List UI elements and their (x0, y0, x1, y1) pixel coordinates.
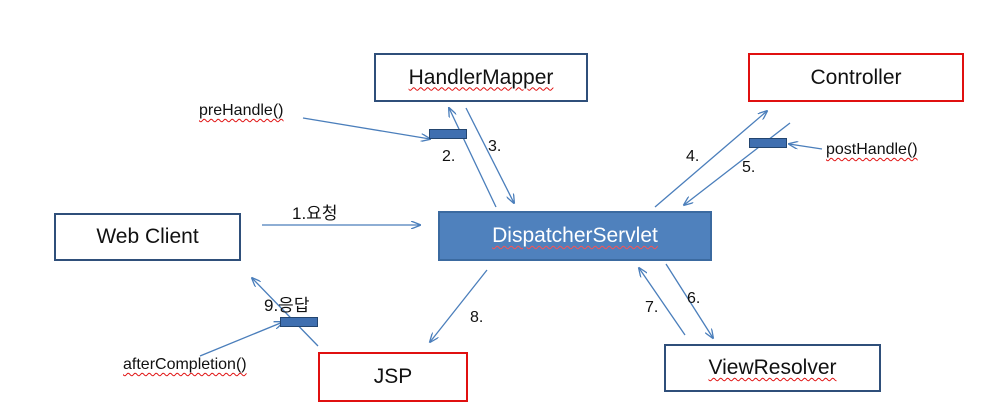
step-8-label: 8. (470, 309, 484, 326)
jsp-box: JSP (318, 352, 468, 402)
arrow-8 (430, 269, 488, 342)
aftercompletion-label: afterCompletion() (123, 356, 247, 373)
view-resolver-box: ViewResolver (664, 344, 881, 392)
handler-mapper-label: HandlerMapper (408, 65, 554, 89)
dispatcher-servlet-label: DispatcherServlet (492, 224, 658, 247)
web-client-box: Web Client (54, 213, 241, 261)
arrow-posthandle (789, 144, 823, 150)
jsp-label: JSP (373, 365, 413, 388)
arrow-7 (639, 268, 686, 336)
handler-mapper-box: HandlerMapper (374, 53, 588, 102)
arrow-5 (684, 122, 791, 205)
posthandle-label: postHandle() (826, 141, 918, 158)
controller-label: Controller (810, 65, 902, 89)
arrow-3 (465, 107, 514, 203)
step-7-label: 7. (645, 299, 659, 316)
arrow-2 (449, 108, 497, 208)
arrow-prehandle (302, 117, 430, 139)
arrow-aftercompletion (199, 322, 283, 357)
arrow-9-response (252, 278, 319, 347)
step-5-label: 5. (742, 159, 756, 176)
step-3-label: 3. (488, 138, 502, 155)
prehandle-label: preHandle() (199, 102, 284, 119)
prehandle-interceptor-handle (429, 129, 467, 139)
aftercompletion-interceptor-handle (280, 317, 318, 327)
step-4-label: 4. (686, 148, 700, 165)
posthandle-interceptor-handle (749, 138, 787, 148)
step-1-label: 1.요청 (292, 204, 338, 223)
step-6-label: 6. (687, 290, 701, 307)
arrow-4 (654, 111, 767, 208)
step-9-label: 9.응답 (264, 296, 310, 315)
dispatcher-servlet-box: DispatcherServlet (438, 211, 712, 261)
step-2-label: 2. (442, 148, 456, 165)
web-client-label: Web Client (96, 225, 199, 248)
arrow-6 (665, 263, 713, 338)
controller-box: Controller (748, 53, 964, 102)
view-resolver-label: ViewResolver (708, 356, 837, 379)
